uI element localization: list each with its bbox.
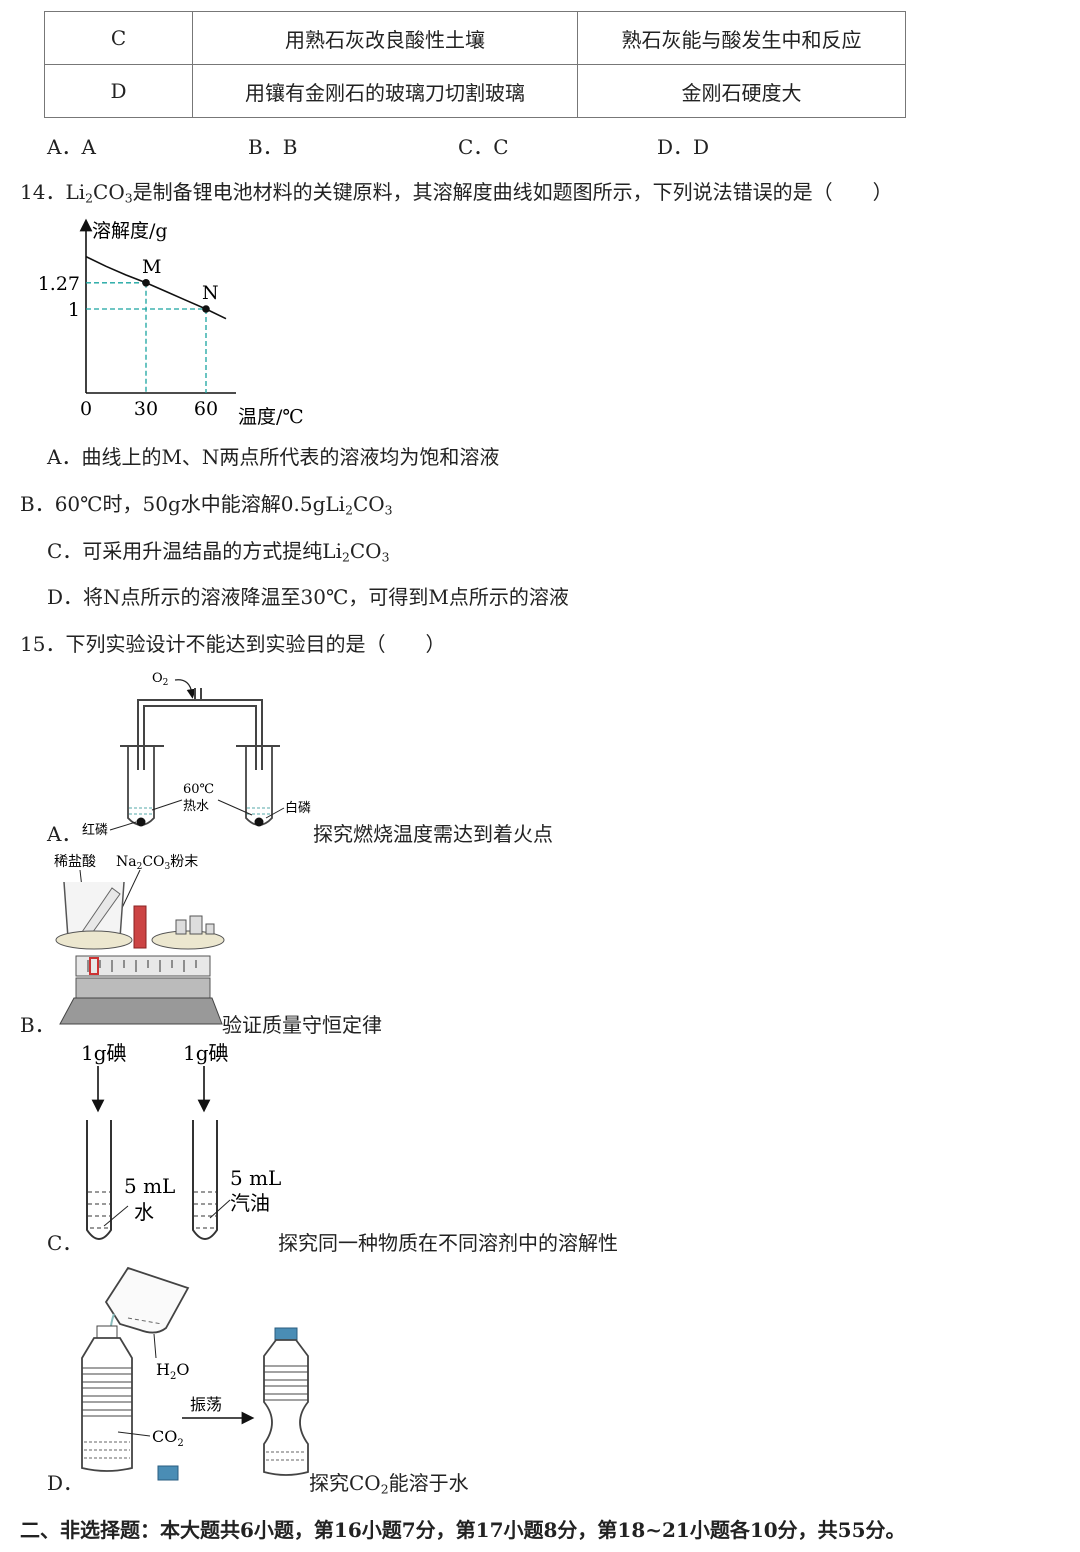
point-label-M: M — [142, 256, 161, 278]
q14-option-a: A．曲线上的M、N两点所代表的溶液均为饱和溶液 — [47, 445, 500, 469]
q15-option-c-caption: 探究同一种物质在不同溶剂中的溶解性 — [278, 1231, 618, 1255]
x-tick-30: 30 — [134, 398, 158, 420]
q15-stem: 15．下列实验设计不能达到实验目的是（ ） — [20, 632, 446, 656]
table-cell: 金刚石硬度大 — [577, 64, 906, 118]
point-N — [202, 305, 210, 313]
y-tick-1.27: 1.27 — [40, 273, 80, 295]
point-M — [142, 279, 150, 287]
label-gasoline: 汽油 — [230, 1191, 270, 1215]
q14-option-c: C．可采用升温结晶的方式提纯Li2CO3 — [47, 539, 390, 565]
q14-option-d: D．将N点所示的溶液降温至30℃，可得到M点所示的溶液 — [47, 585, 569, 609]
label-na2co3: Na2CO3粉末 — [116, 854, 198, 872]
q14-option-b: B．60℃时，50g水中能溶解0.5gLi2CO3 — [20, 492, 393, 518]
table-cell: 用熟石灰改良酸性土壤 — [192, 11, 578, 65]
label-dilute-hcl: 稀盐酸 — [54, 854, 96, 870]
label-h2o: H2O — [156, 1360, 189, 1382]
label-hot-water: 热水 — [183, 799, 209, 814]
label-co2: CO2 — [152, 1427, 184, 1449]
y-axis-label: 溶解度/g — [92, 220, 168, 242]
label-red-phosphorus: 红磷 — [82, 822, 108, 838]
table-cell: 熟石灰能与酸发生中和反应 — [577, 11, 906, 65]
x-tick-60: 60 — [194, 398, 218, 420]
red-phosphorus-dot — [136, 817, 146, 827]
label-iodine-1: 1g碘 — [81, 1041, 127, 1065]
co2-bottle-experiment: H2O CO2 振荡 — [81, 1266, 309, 1481]
section-2-heading: 二、非选择题：本大题共6小题，第16小题7分，第17小题8分，第18~21小题各… — [20, 1518, 906, 1542]
label-o2: O2 — [152, 671, 168, 688]
table-cell: D — [44, 64, 193, 118]
point-label-N: N — [202, 282, 219, 304]
x-tick-0: 0 — [80, 398, 92, 420]
label-water: 水 — [134, 1200, 154, 1224]
label-5ml-1: 5 mL — [124, 1174, 175, 1198]
q15-option-c-letter: C． — [47, 1231, 83, 1255]
solubility-test-tubes: 1g碘 1g碘 5 mL 水 5 mL 汽油 — [81, 1041, 281, 1240]
balance-apparatus: 稀盐酸 Na2CO3粉末 — [54, 854, 225, 1025]
combustion-apparatus: O2 60℃ 热水 红磷 白磷 — [82, 671, 311, 838]
q15-option-b-caption: 验证质量守恒定律 — [222, 1013, 382, 1037]
q13-option-d: D．D — [657, 135, 710, 159]
table-cell: 用镶有金刚石的玻璃刀切割玻璃 — [192, 64, 578, 118]
table-cell: C — [44, 11, 193, 65]
q15-option-d-letter: D． — [47, 1471, 84, 1495]
label-white-phosphorus: 白磷 — [285, 800, 311, 816]
label-5ml-2: 5 mL — [230, 1166, 281, 1190]
table-row: C 用熟石灰改良酸性土壤 熟石灰能与酸发生中和反应 — [44, 11, 906, 65]
table-row: D 用镶有金刚石的玻璃刀切割玻璃 金刚石硬度大 — [44, 64, 906, 118]
label-temp: 60℃ — [183, 782, 214, 797]
white-phosphorus-dot — [254, 817, 264, 827]
q13-table: C 用熟石灰改良酸性土壤 熟石灰能与酸发生中和反应 D 用镶有金刚石的玻璃刀切割… — [44, 11, 906, 118]
q13-option-c: C．C — [458, 135, 509, 159]
q13-option-b: B．B — [248, 135, 298, 159]
label-shake: 振荡 — [190, 1395, 222, 1414]
x-axis-label: 温度/℃ — [238, 406, 304, 428]
q15-option-a-letter: A． — [47, 822, 82, 846]
q15-option-d-caption: 探究CO2能溶于水 — [309, 1471, 469, 1497]
q13-option-a: A．A — [47, 135, 96, 159]
q15-option-a-caption: 探究燃烧温度需达到着火点 — [313, 822, 553, 846]
y-tick-1: 1 — [68, 299, 80, 321]
label-iodine-2: 1g碘 — [183, 1041, 229, 1065]
q15-option-b-letter: B． — [20, 1013, 55, 1037]
solubility-chart: 溶解度/g 温度/℃ M N 0 30 60 1.27 1 — [40, 218, 304, 428]
q14-stem: 14．Li2CO3是制备锂电池材料的关键原料，其溶解度曲线如题图所示，下列说法错… — [20, 180, 893, 206]
